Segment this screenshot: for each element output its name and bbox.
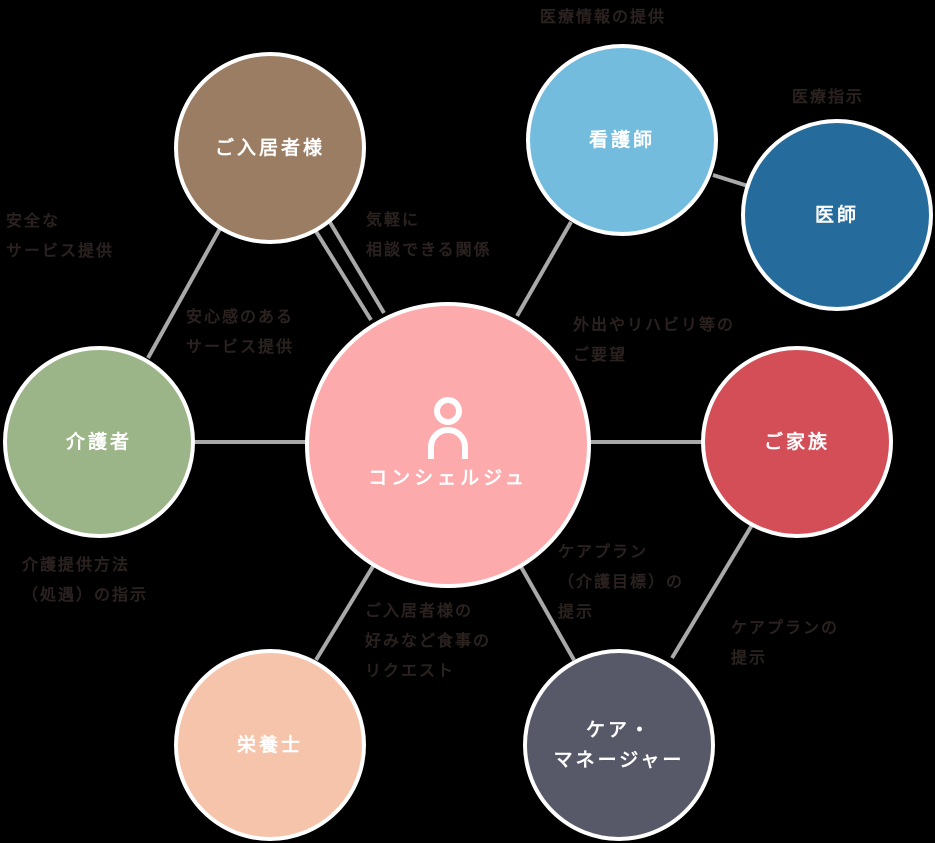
node-resident: ご入居者様 [174,52,366,244]
line-center-nutritionist [314,561,377,662]
note-concierge-to-resident: 安心感のある サービス提供 [186,307,295,356]
note-careplan-family: ケアプランの 提示 [731,618,840,667]
line-family-caremanager [670,523,754,660]
node-concierge: コンシェルジュ [305,302,591,588]
note-caregiver-instruction: 介護提供方法 （処遇）の指示 [22,555,149,604]
node-caregiver-label: 介護者 [65,431,132,453]
line-nurse-center [515,221,573,317]
node-family-label: ご家族 [763,431,830,453]
note-resident-to-concierge: 気軽に 相談できる関係 [366,210,492,259]
node-doctor: 医師 [741,119,933,311]
line-resident-center-a [310,223,373,322]
node-doctor-label: 医師 [814,204,859,226]
line-resident-center-b [326,217,386,315]
line-resident-caregiver [146,224,224,359]
note-careplan-goal: ケアプラン （介護目標）の 提示 [558,542,685,621]
node-concierge-label: コンシェルジュ [368,467,528,489]
node-nurse-label: 看護師 [588,129,655,151]
node-caregiver: 介護者 [3,346,195,538]
note-nutrition-request: ご入居者様の 好みなど食事の リクエスト [365,601,492,680]
node-nurse: 看護師 [526,44,718,236]
node-care-manager: ケア・ マネージャー [523,649,715,841]
person-icon [428,397,468,459]
node-nutritionist: 栄養士 [174,649,366,841]
node-care-manager-label: ケア・ マネージャー [553,719,685,771]
node-resident-label: ご入居者様 [214,137,325,159]
node-family: ご家族 [701,346,893,538]
node-nutritionist-label: 栄養士 [236,734,303,756]
note-family-request: 外出やリハビリ等の ご要望 [573,315,736,364]
line-nurse-doctor [712,173,749,188]
note-caregiver-to-resident: 安全な サービス提供 [6,211,115,260]
note-nurse-info: 医療情報の提供 [540,7,667,26]
line-center-caremanager [518,564,576,661]
note-doctor-instruction: 医療指示 [792,87,865,106]
